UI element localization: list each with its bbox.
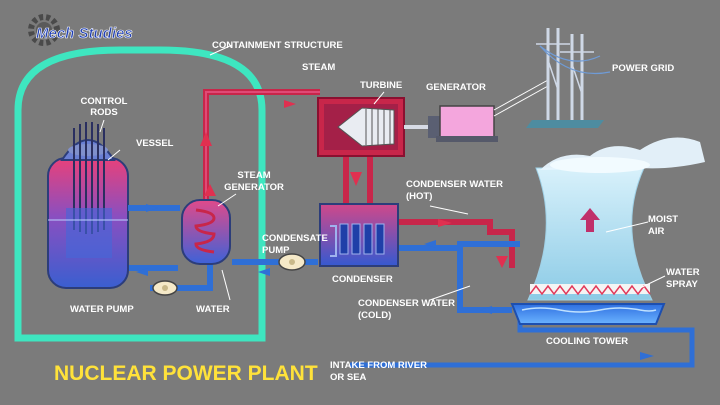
- arrow-right-icon: [640, 352, 654, 360]
- arrow-down-icon: [350, 172, 362, 186]
- gear-icon: [28, 14, 60, 46]
- arrow-up-icon: [204, 184, 216, 196]
- label-intake-line1: INTAKE FROM RIVER: [330, 360, 427, 371]
- label-water-spray-line1: WATER: [666, 267, 700, 278]
- label-condenser: CONDENSER: [332, 274, 393, 285]
- label-intake-line2: OR SEA: [330, 372, 367, 383]
- arrow-left-icon: [424, 240, 436, 248]
- arrow-down-icon: [496, 256, 508, 268]
- condenser: [319, 203, 399, 267]
- label-moist-air-line1: MOIST: [648, 214, 678, 225]
- arrow-right-icon: [284, 100, 296, 108]
- label-turbine: TURBINE: [360, 80, 402, 91]
- label-condenser-water-cold-line1: CONDENSER WATER: [358, 298, 455, 309]
- label-moist-air-line2: AIR: [648, 226, 665, 237]
- label-condenser-water-hot-line2: (HOT): [406, 191, 432, 202]
- condensate-pump: [278, 253, 306, 271]
- steam-generator: [181, 199, 231, 265]
- label-steam-generator-line2: GENERATOR: [224, 182, 284, 193]
- arrow-left-icon: [480, 306, 492, 314]
- label-generator: GENERATOR: [426, 82, 486, 93]
- label-water: WATER: [196, 304, 230, 315]
- label-cooling-tower: COOLING TOWER: [546, 336, 628, 347]
- label-condenser-water-cold-line2: (COLD): [358, 310, 391, 321]
- arrow-left-icon: [258, 268, 270, 276]
- label-power-grid: POWER GRID: [612, 63, 674, 74]
- label-containment-structure: CONTAINMENT STRUCTURE: [212, 40, 343, 51]
- arrow-up-icon: [200, 132, 212, 146]
- generator: [428, 105, 498, 142]
- flow-arrow-to-sg: [128, 204, 180, 212]
- label-steam-generator-line1: STEAM: [237, 170, 270, 181]
- logo: Mech Studies: [28, 14, 133, 46]
- label-condenser-water-hot-line1: CONDENSER WATER: [406, 179, 503, 190]
- cooling-tower: [510, 137, 705, 325]
- hot-pipe-highlight: [205, 91, 320, 215]
- label-vessel: VESSEL: [136, 138, 174, 149]
- label-condensate-pump-line2: PUMP: [262, 245, 290, 256]
- turbine: [317, 97, 428, 157]
- reactor-vessel: [47, 122, 129, 289]
- water-pump: [152, 280, 178, 296]
- power-grid-towers: [526, 28, 611, 128]
- label-control-rods-line1: CONTROL: [81, 96, 128, 107]
- arrow-up-icon: [580, 208, 600, 232]
- logo-text: Mech Studies: [36, 25, 133, 42]
- label-steam: STEAM: [302, 62, 335, 73]
- arrow-left-icon: [136, 268, 148, 276]
- label-water-pump: WATER PUMP: [70, 304, 134, 315]
- label-water-spray-line2: SPRAY: [666, 279, 699, 290]
- label-control-rods-line2: RODS: [90, 107, 117, 118]
- label-condensate-pump-line1: CONDENSATE: [262, 233, 328, 244]
- arrow-right-icon: [438, 219, 452, 227]
- page-title: NUCLEAR POWER PLANT: [54, 362, 318, 385]
